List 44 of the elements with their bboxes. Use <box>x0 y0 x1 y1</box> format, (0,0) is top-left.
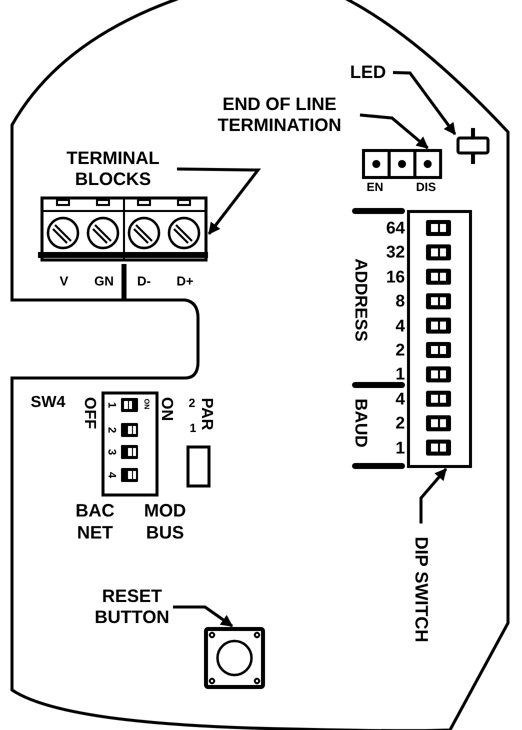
part-label: SW4 <box>30 395 66 411</box>
part-label: DIS <box>416 181 436 193</box>
part-label: D- <box>137 274 151 288</box>
part-label: 3 <box>106 448 116 456</box>
part-label: 2 <box>188 397 196 409</box>
callout-label: RESET BUTTON <box>94 586 170 628</box>
part-label: BAC NET <box>74 500 116 544</box>
part-label: BAUD <box>352 398 370 448</box>
leader-line <box>176 168 262 235</box>
part-label: 1 <box>106 402 116 408</box>
scale-number: 2 <box>396 342 405 358</box>
scale-number: 32 <box>386 244 405 261</box>
scale-number: 4 <box>396 390 405 408</box>
part-label: 4 <box>106 472 116 478</box>
callout-label: LED <box>349 62 387 83</box>
jumper-header-drawing <box>362 149 442 179</box>
part-label: PAR <box>198 398 214 430</box>
part-label: GN <box>94 274 114 288</box>
part-label: OFF <box>81 397 97 429</box>
scale-number: 16 <box>386 268 405 286</box>
callout-label: END OF LINE TERMINATION <box>216 94 342 136</box>
leader-line <box>420 468 448 524</box>
led-drawing <box>456 128 490 164</box>
dip-switch-drawing <box>407 210 472 468</box>
scale-number: 8 <box>396 292 405 310</box>
scale-number: 1 <box>396 439 405 456</box>
scale-number: 64 <box>386 220 405 236</box>
leader-line <box>392 71 456 136</box>
part-label: D+ <box>176 274 194 288</box>
scale-number: 2 <box>396 414 405 432</box>
leader-line <box>360 114 429 150</box>
scale-number: 4 <box>396 317 405 334</box>
part-label: 2 <box>106 426 116 434</box>
callout-label: DIP SWITCH <box>410 536 432 644</box>
scale-number: 1 <box>396 366 405 383</box>
part-label: ADDRESS <box>352 258 370 342</box>
part-label: V <box>60 274 68 288</box>
part-label: ON <box>158 397 174 421</box>
reset-button-drawing <box>204 627 265 689</box>
part-label: 1 <box>190 422 196 434</box>
callout-label: TERMINAL BLOCKS <box>66 148 160 190</box>
leader-line <box>173 606 234 628</box>
part-label: MOD BUS <box>143 500 187 544</box>
part-label: EN <box>366 181 384 193</box>
